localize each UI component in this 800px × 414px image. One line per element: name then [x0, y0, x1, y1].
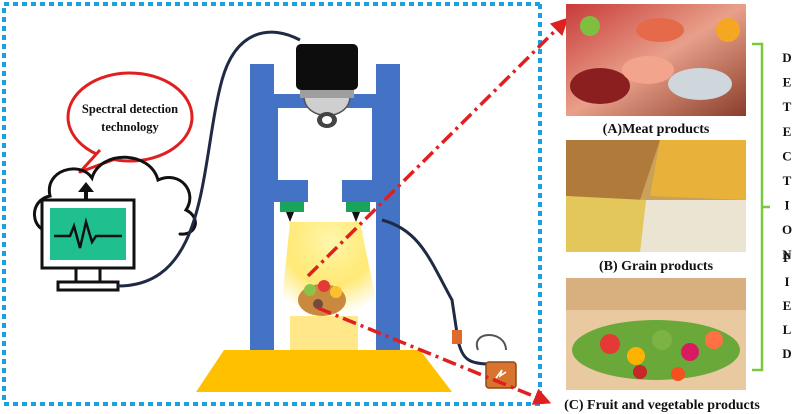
side-label-letter: T [783, 99, 792, 114]
side-label-letter: E [783, 298, 792, 313]
caption-fruit: (C) Fruit and vegetable products [564, 398, 760, 413]
meat-products-image [566, 4, 746, 116]
bubble-text-line-1: Spectral detection [82, 102, 178, 116]
side-label-letter: O [782, 222, 792, 237]
detection-field-bracket [752, 44, 770, 370]
side-label-letter: E [783, 75, 792, 90]
side-label-letter: I [784, 274, 789, 289]
caption-meat: (A)Meat products [603, 122, 710, 137]
side-label-letter: C [782, 148, 791, 163]
camera-icon [296, 44, 358, 128]
side-label-letter: D [782, 346, 791, 361]
monitor-screen [50, 208, 126, 260]
grain-products-image [566, 140, 746, 252]
side-label-letter: L [783, 322, 792, 337]
side-label-letter: T [783, 173, 792, 188]
side-label-letter: E [783, 124, 792, 139]
bubble-text-line-2: technology [101, 120, 159, 134]
caption-grain: (B) Grain products [599, 259, 714, 274]
side-label-letter: I [784, 198, 789, 213]
side-label-letter: D [782, 50, 791, 65]
side-label-letter: F [783, 250, 791, 265]
stand-base [196, 350, 452, 392]
fruit-vegetable-image [566, 278, 746, 390]
lamp-icon [280, 202, 370, 222]
monitor-icon [42, 200, 134, 290]
